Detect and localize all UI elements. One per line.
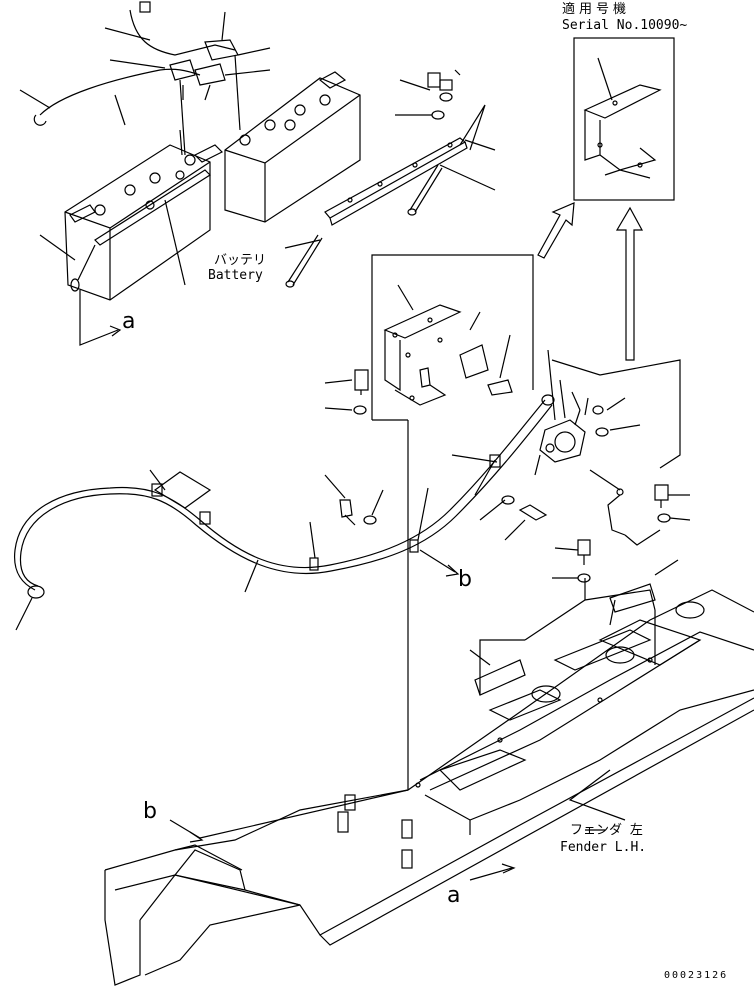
- drawing-number: 00023126: [664, 970, 729, 981]
- view-marker-a-bottom: a: [447, 883, 461, 908]
- battery-assembly: [19, 1, 361, 346]
- serial-note-jp: 適用号機: [562, 2, 631, 17]
- fender-label-jp: フェンダ 左: [570, 823, 643, 838]
- view-marker-a-top: a: [122, 309, 136, 334]
- fender-label-en: Fender L.H.: [560, 840, 647, 855]
- battery-label-jp: バッテリ: [214, 253, 267, 268]
- fender-lh: [104, 559, 754, 986]
- view-marker-b-bottom: b: [143, 799, 157, 824]
- battery-cable: [13, 394, 691, 631]
- battery-relay: [534, 349, 681, 546]
- relay-bracket-inset: [324, 254, 534, 790]
- hold-down-parts: [284, 69, 496, 288]
- battery-label-en: Battery: [208, 268, 263, 283]
- serial-note-en: Serial No.10090~: [562, 18, 688, 33]
- view-marker-b-mid: b: [458, 567, 472, 592]
- inset-serial-bracket: [537, 37, 675, 361]
